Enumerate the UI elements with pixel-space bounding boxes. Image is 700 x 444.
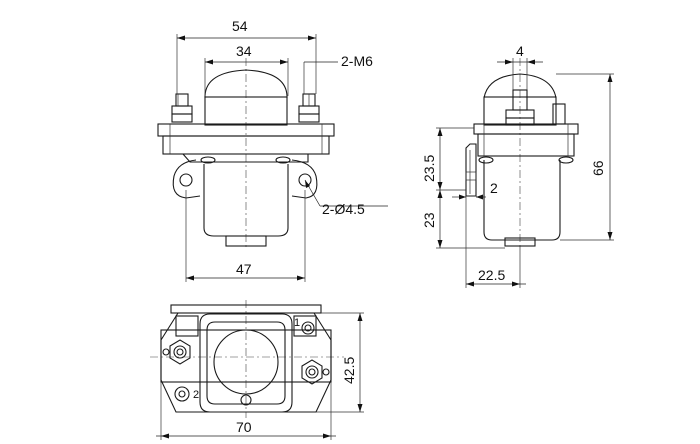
dim-front-overall-width: 54 [232,18,248,34]
side-dome [483,73,557,99]
side-coil-body [483,160,561,241]
dim-side-depth: 22.5 [478,267,505,283]
dim-front-mount-holes: 2-Ø4.5 [322,201,365,217]
bottom-view: 1 2 42.5 70 [150,300,364,440]
dim-bottom-depth: 42.5 [341,357,357,384]
dim-front-thread: 2-M6 [341,53,373,69]
dim-side-terminal: 4 [516,43,524,59]
dim-front-base-width: 47 [236,261,252,277]
front-flange [181,153,309,163]
dim-bottom-width: 70 [236,419,252,435]
mount-hole-right [298,173,312,187]
dim-front-dome-width: 34 [236,43,252,59]
side-view: 4 66 23.5 23 2 22.5 [421,43,614,288]
terminal-label-1: 1 [294,317,300,329]
front-dome [204,69,288,98]
dim-side-lower-height: 23 [421,212,437,228]
dim-side-bracket-thickness: 2 [490,180,498,196]
bottom-housing [199,313,293,413]
bottom-coil-circle [213,329,279,395]
front-stud-left [171,93,193,123]
front-stud-right [298,93,320,123]
side-bracket [465,143,477,197]
mount-hole-left [179,173,193,187]
terminal-nut-left [169,339,191,365]
dim-side-upper-height: 23.5 [421,155,437,182]
terminal-nut-right [301,359,323,385]
front-view: 54 34 2-M6 2-Ø4.5 47 [157,18,388,282]
dim-side-overall-height: 66 [590,160,606,176]
terminal-label-2: 2 [193,389,199,401]
